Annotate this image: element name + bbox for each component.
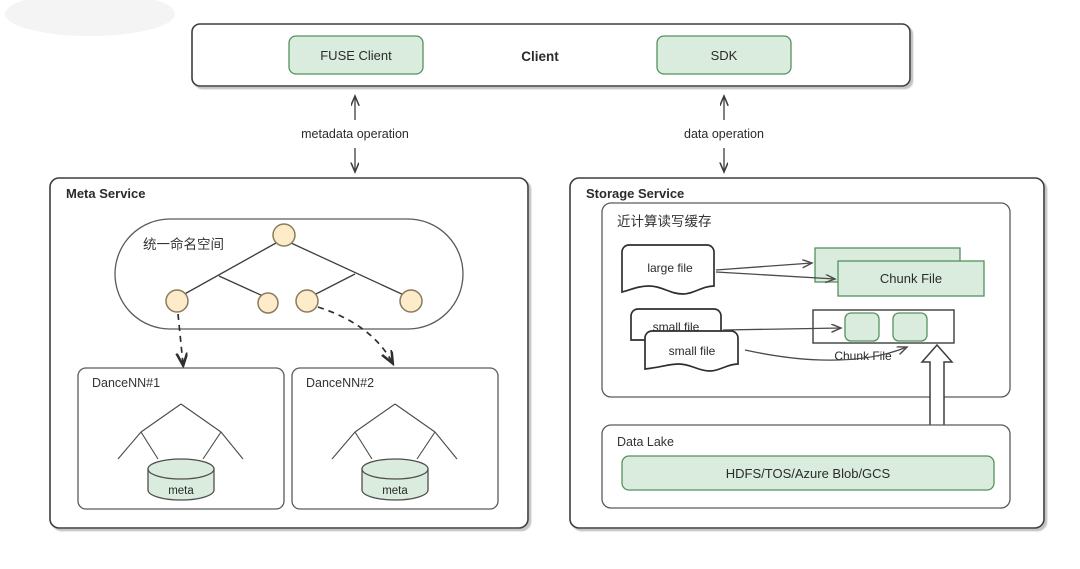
watermark (5, 0, 175, 36)
chunk-file-small-label: Chunk File (834, 349, 892, 363)
namespace-to-dancenn1-arrow (178, 313, 183, 364)
metadata-operation-connector: metadata operation (301, 96, 409, 172)
tree-root-node (272, 223, 296, 247)
dancenn-2-tree (331, 403, 458, 460)
unified-namespace: 统一命名空间 (114, 218, 464, 330)
client-title: Client (521, 49, 559, 64)
chunk-file-small-group: Chunk File (812, 309, 955, 363)
fuse-client-box[interactable] (288, 35, 424, 75)
dancenn-2-title: DanceNN#2 (306, 376, 374, 390)
tree-leaf-node (295, 289, 319, 313)
chunk-file-large-group: Chunk File (814, 247, 985, 297)
data-lake-backend-label: HDFS/TOS/Azure Blob/GCS (726, 466, 891, 481)
large-file-doc: large file (621, 244, 715, 295)
chunk-cell[interactable] (892, 312, 928, 342)
fuse-client-label: FUSE Client (320, 48, 392, 63)
cache-title: 近计算读写缓存 (617, 214, 712, 229)
dancenn-1-db-label: meta (168, 485, 194, 497)
small-file-to-chunk-arrow (722, 328, 841, 330)
data-lake-title: Data Lake (617, 435, 674, 449)
chunk-cell[interactable] (844, 312, 880, 342)
namespace-to-dancenn2-arrow (317, 306, 392, 362)
meta-service-title: Meta Service (66, 186, 146, 201)
large-file-label: large file (647, 261, 693, 275)
chunk-strip-frame (812, 309, 955, 344)
large-file-shape (621, 244, 715, 295)
cache-frame (601, 202, 1011, 398)
metadata-operation-label: metadata operation (301, 127, 409, 141)
dancenn-1-title: DanceNN#1 (92, 376, 160, 390)
client-panel: FUSE Client Client SDK (191, 23, 911, 87)
tree-leaf-node (399, 289, 423, 313)
chunk-file-large-label: Chunk File (880, 271, 942, 286)
large-file-to-chunk-arrow-1 (715, 263, 812, 271)
meta-service-panel: Meta Service 统一命名空间 (49, 177, 529, 529)
dancenn-1-database: meta (147, 458, 215, 501)
data-lake: Data Lake HDFS/TOS/Azure Blob/GCS (601, 424, 1011, 509)
dancenn-1-frame (77, 367, 285, 510)
dancenn-1-tree (117, 403, 244, 460)
data-operation-connector: data operation (684, 96, 764, 172)
namespace-tree-nodes (165, 223, 423, 314)
dancenn-2-db-label: meta (382, 485, 408, 497)
namespace-capsule (114, 218, 464, 330)
dancenn-2-frame (291, 367, 499, 510)
small-file-label-2: small file (669, 344, 716, 358)
dancenn-2-box: DanceNN#2 meta (291, 367, 499, 510)
tree-leaf-node (165, 289, 189, 313)
sdk-box[interactable] (656, 35, 792, 75)
data-lake-backend-box[interactable] (621, 455, 995, 491)
tree-leaf-node (257, 292, 279, 314)
small-file-doc-2: small file (644, 330, 739, 372)
data-operation-label: data operation (684, 127, 764, 141)
small-file-shape-2 (644, 330, 739, 372)
chunk-file-front-rect[interactable] (837, 260, 985, 297)
storage-service-panel: Storage Service 近计算读写缓存 large file Chunk… (569, 177, 1045, 529)
small-file-curve-arrow (744, 347, 907, 361)
dancenn-1-box: DanceNN#1 meta (77, 367, 285, 510)
sdk-label: SDK (711, 48, 738, 63)
large-file-to-chunk-arrow-2 (715, 271, 835, 279)
namespace-label: 统一命名空间 (143, 236, 224, 252)
storage-service-title: Storage Service (586, 186, 684, 201)
near-compute-cache: 近计算读写缓存 large file Chunk File small file (601, 202, 1011, 398)
dancenn-2-database: meta (361, 458, 429, 501)
namespace-tree-edges (180, 242, 407, 297)
